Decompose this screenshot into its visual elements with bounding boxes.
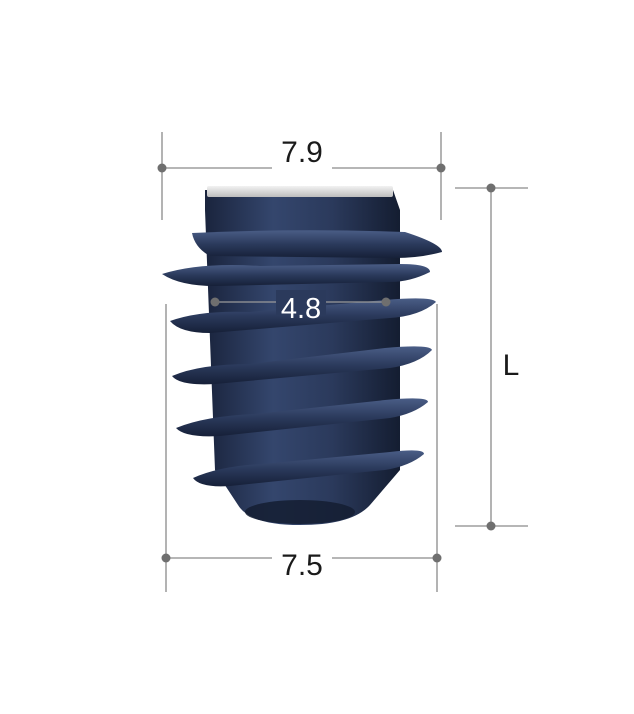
thread-1 [192, 230, 442, 258]
thread-6 [193, 450, 424, 487]
label-bottom-diameter: 7.5 [281, 549, 323, 582]
dimension-dot-core-left [210, 297, 220, 307]
dimension-length: L [455, 183, 528, 531]
thread-4 [172, 346, 432, 385]
dimension-bottom-diameter: 7.5 [161, 304, 442, 592]
thread-2 [162, 264, 430, 286]
dimension-dot-top-left [157, 163, 167, 173]
label-bg-bottom [272, 543, 332, 573]
label-length: L [503, 349, 520, 382]
dimension-top-diameter: 7.9 [157, 132, 446, 220]
dimension-dot-bottom-left [161, 553, 171, 563]
dimension-dot-length-top [486, 183, 496, 193]
label-bg-core [276, 290, 326, 316]
implant-collar [207, 186, 393, 197]
label-bg-top [272, 140, 332, 170]
dimension-dot-core-right [381, 297, 391, 307]
dimension-dot-length-bottom [486, 521, 496, 531]
dimension-core-diameter: 4.8 [210, 290, 391, 325]
label-core-diameter: 4.8 [281, 293, 321, 325]
label-top-diameter: 7.9 [281, 136, 323, 169]
dimension-dot-top-right [436, 163, 446, 173]
thread-5 [176, 398, 428, 437]
implant-apex [245, 500, 355, 524]
dimension-dot-bottom-right [432, 553, 442, 563]
